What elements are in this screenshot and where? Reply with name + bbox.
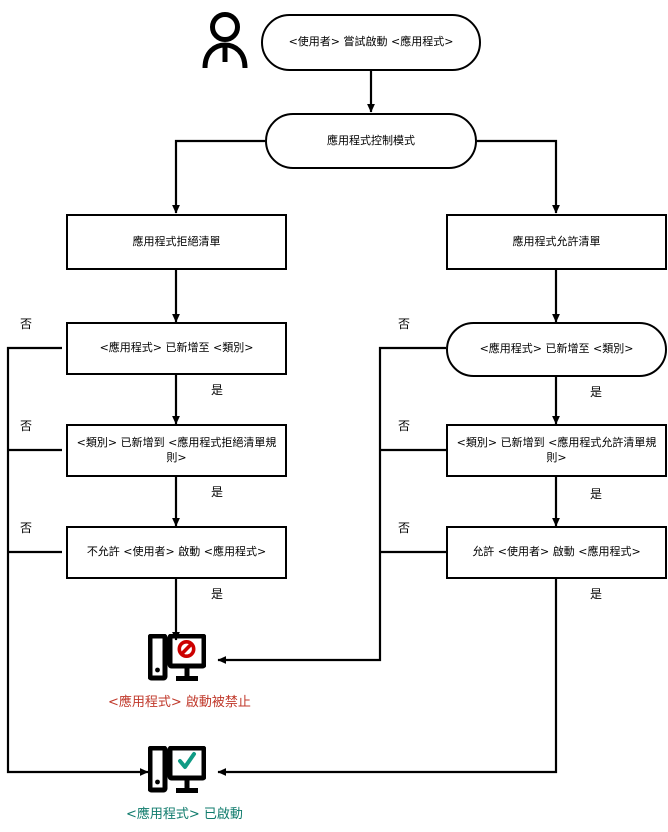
edge-label-no-right-2: 否 xyxy=(398,419,411,433)
result-label-started: <應用程式> 已啟動 xyxy=(126,807,243,822)
edge-label-yes-left-1: 是 xyxy=(211,383,224,397)
node-deny-user-start-app[interactable]: 不允許 <使用者> 啟動 <應用程式> xyxy=(66,526,287,579)
edge-label-no-left-1: 否 xyxy=(20,317,33,331)
result-label-blocked: <應用程式> 啟動被禁止 xyxy=(108,695,251,710)
node-allow-list[interactable]: 應用程式允許清單 xyxy=(446,214,667,270)
node-deny-list[interactable]: 應用程式拒絕清單 xyxy=(66,214,287,270)
edge-label-yes-right-3: 是 xyxy=(590,587,603,601)
edge-label-yes-left-2: 是 xyxy=(211,485,224,499)
node-allow-app-added-to-category[interactable]: <應用程式> 已新增至 <類別> xyxy=(446,322,667,377)
node-allow-category-added-to-rule[interactable]: <類別> 已新增到 <應用程式允許清單規則> xyxy=(446,424,667,477)
edge-mode-to-allowlist xyxy=(477,139,560,214)
edge-label-no-right-3: 否 xyxy=(398,521,411,535)
edge-mode-to-denylist xyxy=(172,139,265,214)
monitor-allowed-icon xyxy=(147,745,207,798)
edge-label-yes-left-3: 是 xyxy=(211,587,224,601)
edge-label-no-right-1: 否 xyxy=(398,317,411,331)
node-start[interactable]: <使用者> 嘗試啟動 <應用程式> xyxy=(261,14,481,71)
edge-label-no-left-3: 否 xyxy=(20,521,33,535)
node-deny-app-added-to-category[interactable]: <應用程式> 已新增至 <類別> xyxy=(66,322,287,375)
node-control-mode[interactable]: 應用程式控制模式 xyxy=(265,113,477,169)
edge-allow-cat-no xyxy=(217,346,446,664)
user-actor-icon xyxy=(196,10,254,70)
edge-allow-start-yes xyxy=(217,579,558,776)
node-deny-category-added-to-rule[interactable]: <類別> 已新增到 <應用程式拒絕清單規則> xyxy=(66,424,287,477)
monitor-blocked-icon xyxy=(147,633,207,686)
node-allow-user-start-app[interactable]: 允許 <使用者> 啟動 <應用程式> xyxy=(446,526,667,579)
edge-label-no-left-2: 否 xyxy=(20,419,33,433)
edge-label-yes-right-1: 是 xyxy=(590,385,603,399)
edge-label-yes-right-2: 是 xyxy=(590,487,603,501)
